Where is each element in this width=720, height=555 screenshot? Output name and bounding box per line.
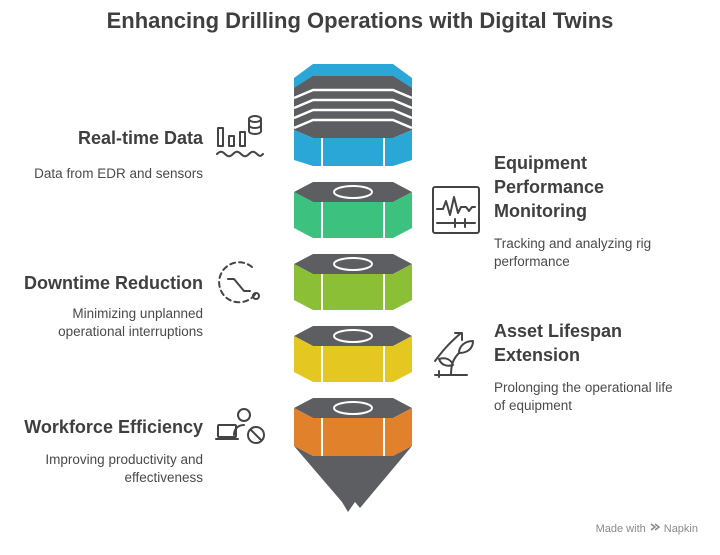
asset-lifespan-desc-2: of equipment	[494, 398, 573, 413]
growing-plant-icon	[431, 327, 481, 379]
equipment-monitoring-title-3: Monitoring	[494, 201, 587, 221]
workforce-efficiency-title: Workforce Efficiency	[24, 417, 203, 437]
monitor-waveform-icon	[431, 185, 481, 235]
downtime-reduction-segment	[294, 254, 412, 310]
drill-stack	[293, 64, 413, 512]
workforce-efficiency-desc-2: effectiveness	[124, 470, 203, 485]
blue-body	[294, 130, 412, 166]
page-title: Enhancing Drilling Operations with Digit…	[106, 8, 614, 33]
real-time-data-segment	[293, 64, 413, 166]
downtime-reduction-desc-1: Minimizing unplanned	[72, 306, 203, 321]
worker-laptop-icon	[214, 405, 268, 453]
asset-lifespan-title-2: Extension	[494, 345, 581, 365]
equipment-monitoring-desc-2: performance	[494, 254, 570, 269]
asset-lifespan-title-1: Asset Lifespan	[494, 321, 623, 341]
drill-bit-tip	[294, 446, 412, 512]
real-time-data-title: Real-time Data	[77, 128, 203, 148]
equipment-monitoring-title-1: Equipment	[494, 153, 587, 173]
asset-lifespan-segment	[294, 326, 412, 382]
equipment-monitoring-title-2: Performance	[494, 177, 605, 197]
equipment-monitoring-segment	[294, 182, 412, 238]
equipment-monitoring-desc-1: Tracking and analyzing rig	[494, 236, 652, 251]
clock-arrow-icon	[214, 259, 266, 307]
downtime-reduction-desc-2: operational interruptions	[58, 324, 203, 339]
downtime-reduction-title: Downtime Reduction	[24, 273, 203, 293]
asset-lifespan-desc-1: Prolonging the operational life	[494, 380, 673, 395]
napkin-logo-icon	[650, 522, 660, 535]
workforce-efficiency-segment	[294, 398, 412, 456]
watermark-brand: Napkin	[663, 522, 698, 535]
watermark: Made with Napkin	[596, 522, 698, 535]
real-time-data-desc: Data from EDR and sensors	[34, 166, 203, 181]
banded-collar	[294, 76, 412, 138]
watermark-prefix: Made with	[595, 522, 646, 535]
workforce-efficiency-desc-1: Improving productivity and	[45, 452, 203, 467]
bar-chart-database-icon	[214, 114, 264, 162]
